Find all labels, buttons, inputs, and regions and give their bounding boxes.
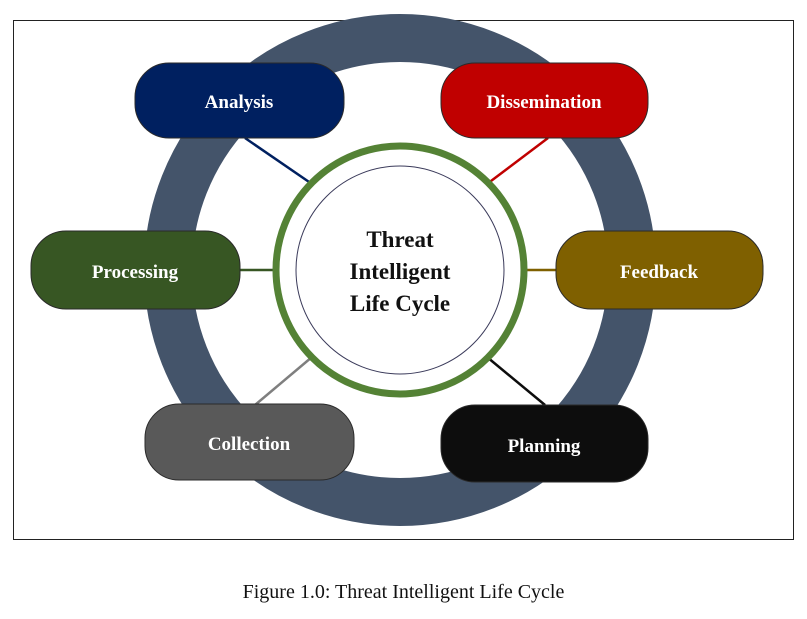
node-analysis-label: Analysis — [205, 92, 274, 113]
center-label-line-2: Intelligent — [350, 259, 451, 284]
node-processing-label: Processing — [92, 262, 179, 283]
node-feedback-label: Feedback — [620, 262, 699, 283]
life-cycle-diagram: Threat Intelligent Life Cycle Analysis D… — [30, 14, 764, 526]
node-collection: Collection — [144, 403, 355, 481]
node-analysis: Analysis — [134, 62, 345, 139]
connector-dissemination — [486, 137, 549, 185]
center-label-line-1: Threat — [366, 227, 434, 252]
node-dissemination-label: Dissemination — [486, 92, 602, 113]
node-planning-label: Planning — [508, 436, 581, 457]
node-feedback: Feedback — [555, 230, 764, 310]
node-planning: Planning — [440, 404, 649, 483]
node-dissemination: Dissemination — [440, 62, 649, 139]
node-collection-label: Collection — [208, 434, 291, 455]
center-circle-inner — [295, 165, 505, 375]
center-label-line-3: Life Cycle — [350, 291, 450, 316]
connector-planning — [486, 356, 546, 406]
figure-caption: Figure 1.0: Threat Intelligent Life Cycl… — [242, 581, 565, 603]
connector-analysis — [244, 136, 313, 186]
connector-collection — [254, 356, 313, 406]
node-processing: Processing — [30, 230, 241, 310]
